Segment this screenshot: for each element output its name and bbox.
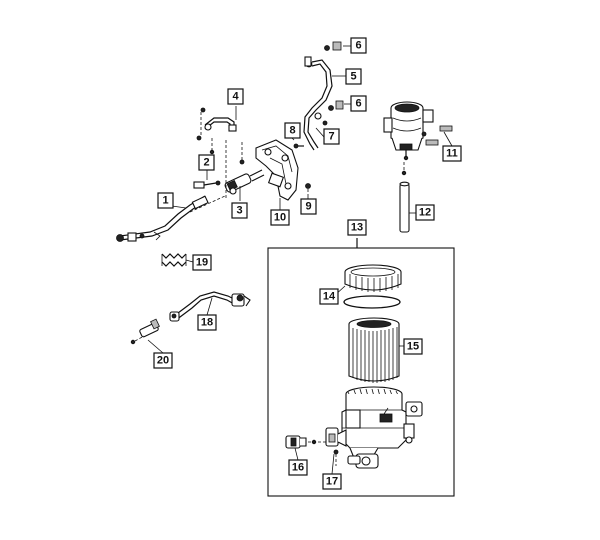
filter-cap-part	[344, 264, 402, 292]
callout-3: 3	[231, 202, 248, 219]
spring-part	[161, 253, 187, 267]
callout-12-label: 12	[419, 207, 431, 219]
callout-11-label: 11	[446, 148, 458, 160]
callout-8-label: 8	[289, 125, 295, 137]
callout-12: 12	[415, 204, 435, 221]
fuel-heater-part	[224, 140, 265, 200]
fuel-line-tube-part	[116, 195, 226, 242]
callout-9: 9	[300, 198, 317, 215]
callout-3-label: 3	[236, 205, 242, 217]
callout-17: 17	[322, 473, 342, 490]
callout-16-label: 16	[292, 462, 304, 474]
callout-4-label: 4	[232, 91, 239, 103]
callout-5: 5	[345, 68, 362, 85]
callout-10-label: 10	[274, 212, 286, 224]
callout-20-label: 20	[157, 355, 169, 367]
fuel-tube-part	[293, 56, 333, 151]
filter-housing-top-part	[383, 101, 453, 176]
drain-valve-part	[325, 427, 361, 466]
callout-6-middle: 6	[350, 95, 367, 112]
callout-15: 15	[403, 338, 423, 355]
callout-16: 16	[288, 459, 308, 476]
callout-7: 7	[323, 128, 340, 145]
callout-18-label: 18	[201, 317, 213, 329]
callout-15-label: 15	[407, 341, 419, 353]
callout-1: 1	[157, 192, 174, 209]
callout-18: 18	[197, 314, 217, 331]
vent-tube-part	[196, 107, 245, 165]
callout-17-label: 17	[326, 476, 338, 488]
clamp-part	[193, 180, 221, 189]
callout-14-label: 14	[323, 291, 336, 303]
detail-inset-frame	[267, 238, 455, 497]
callout-2-label: 2	[203, 157, 209, 169]
callout-7-label: 7	[328, 131, 334, 143]
callout-13-label: 13	[351, 222, 363, 234]
callout-8: 8	[284, 122, 301, 139]
callout-19-label: 19	[196, 257, 208, 269]
callout-6-top-label: 6	[355, 40, 361, 52]
mounting-bracket-part	[255, 139, 311, 201]
nut-top-part	[322, 41, 344, 126]
callout-2: 2	[198, 154, 215, 171]
sensor-fitting-part	[130, 318, 160, 345]
callout-14: 14	[319, 288, 339, 305]
callout-6-middle-label: 6	[355, 98, 361, 110]
callout-4: 4	[227, 88, 244, 105]
filter-element-part	[348, 317, 400, 383]
callout-11: 11	[442, 145, 462, 162]
water-sensor-tube-part	[169, 291, 251, 322]
callout-19: 19	[192, 254, 212, 271]
callout-1-label: 1	[162, 195, 168, 207]
callout-9-label: 9	[305, 201, 311, 213]
callout-13: 13	[347, 219, 367, 236]
o-ring-part	[343, 295, 401, 309]
callout-20: 20	[153, 352, 173, 369]
water-sensor-part	[285, 435, 330, 449]
callout-6-top: 6	[350, 37, 367, 54]
callout-5-label: 5	[350, 71, 356, 83]
drain-tube-part	[399, 181, 410, 233]
callout-10: 10	[270, 209, 290, 226]
